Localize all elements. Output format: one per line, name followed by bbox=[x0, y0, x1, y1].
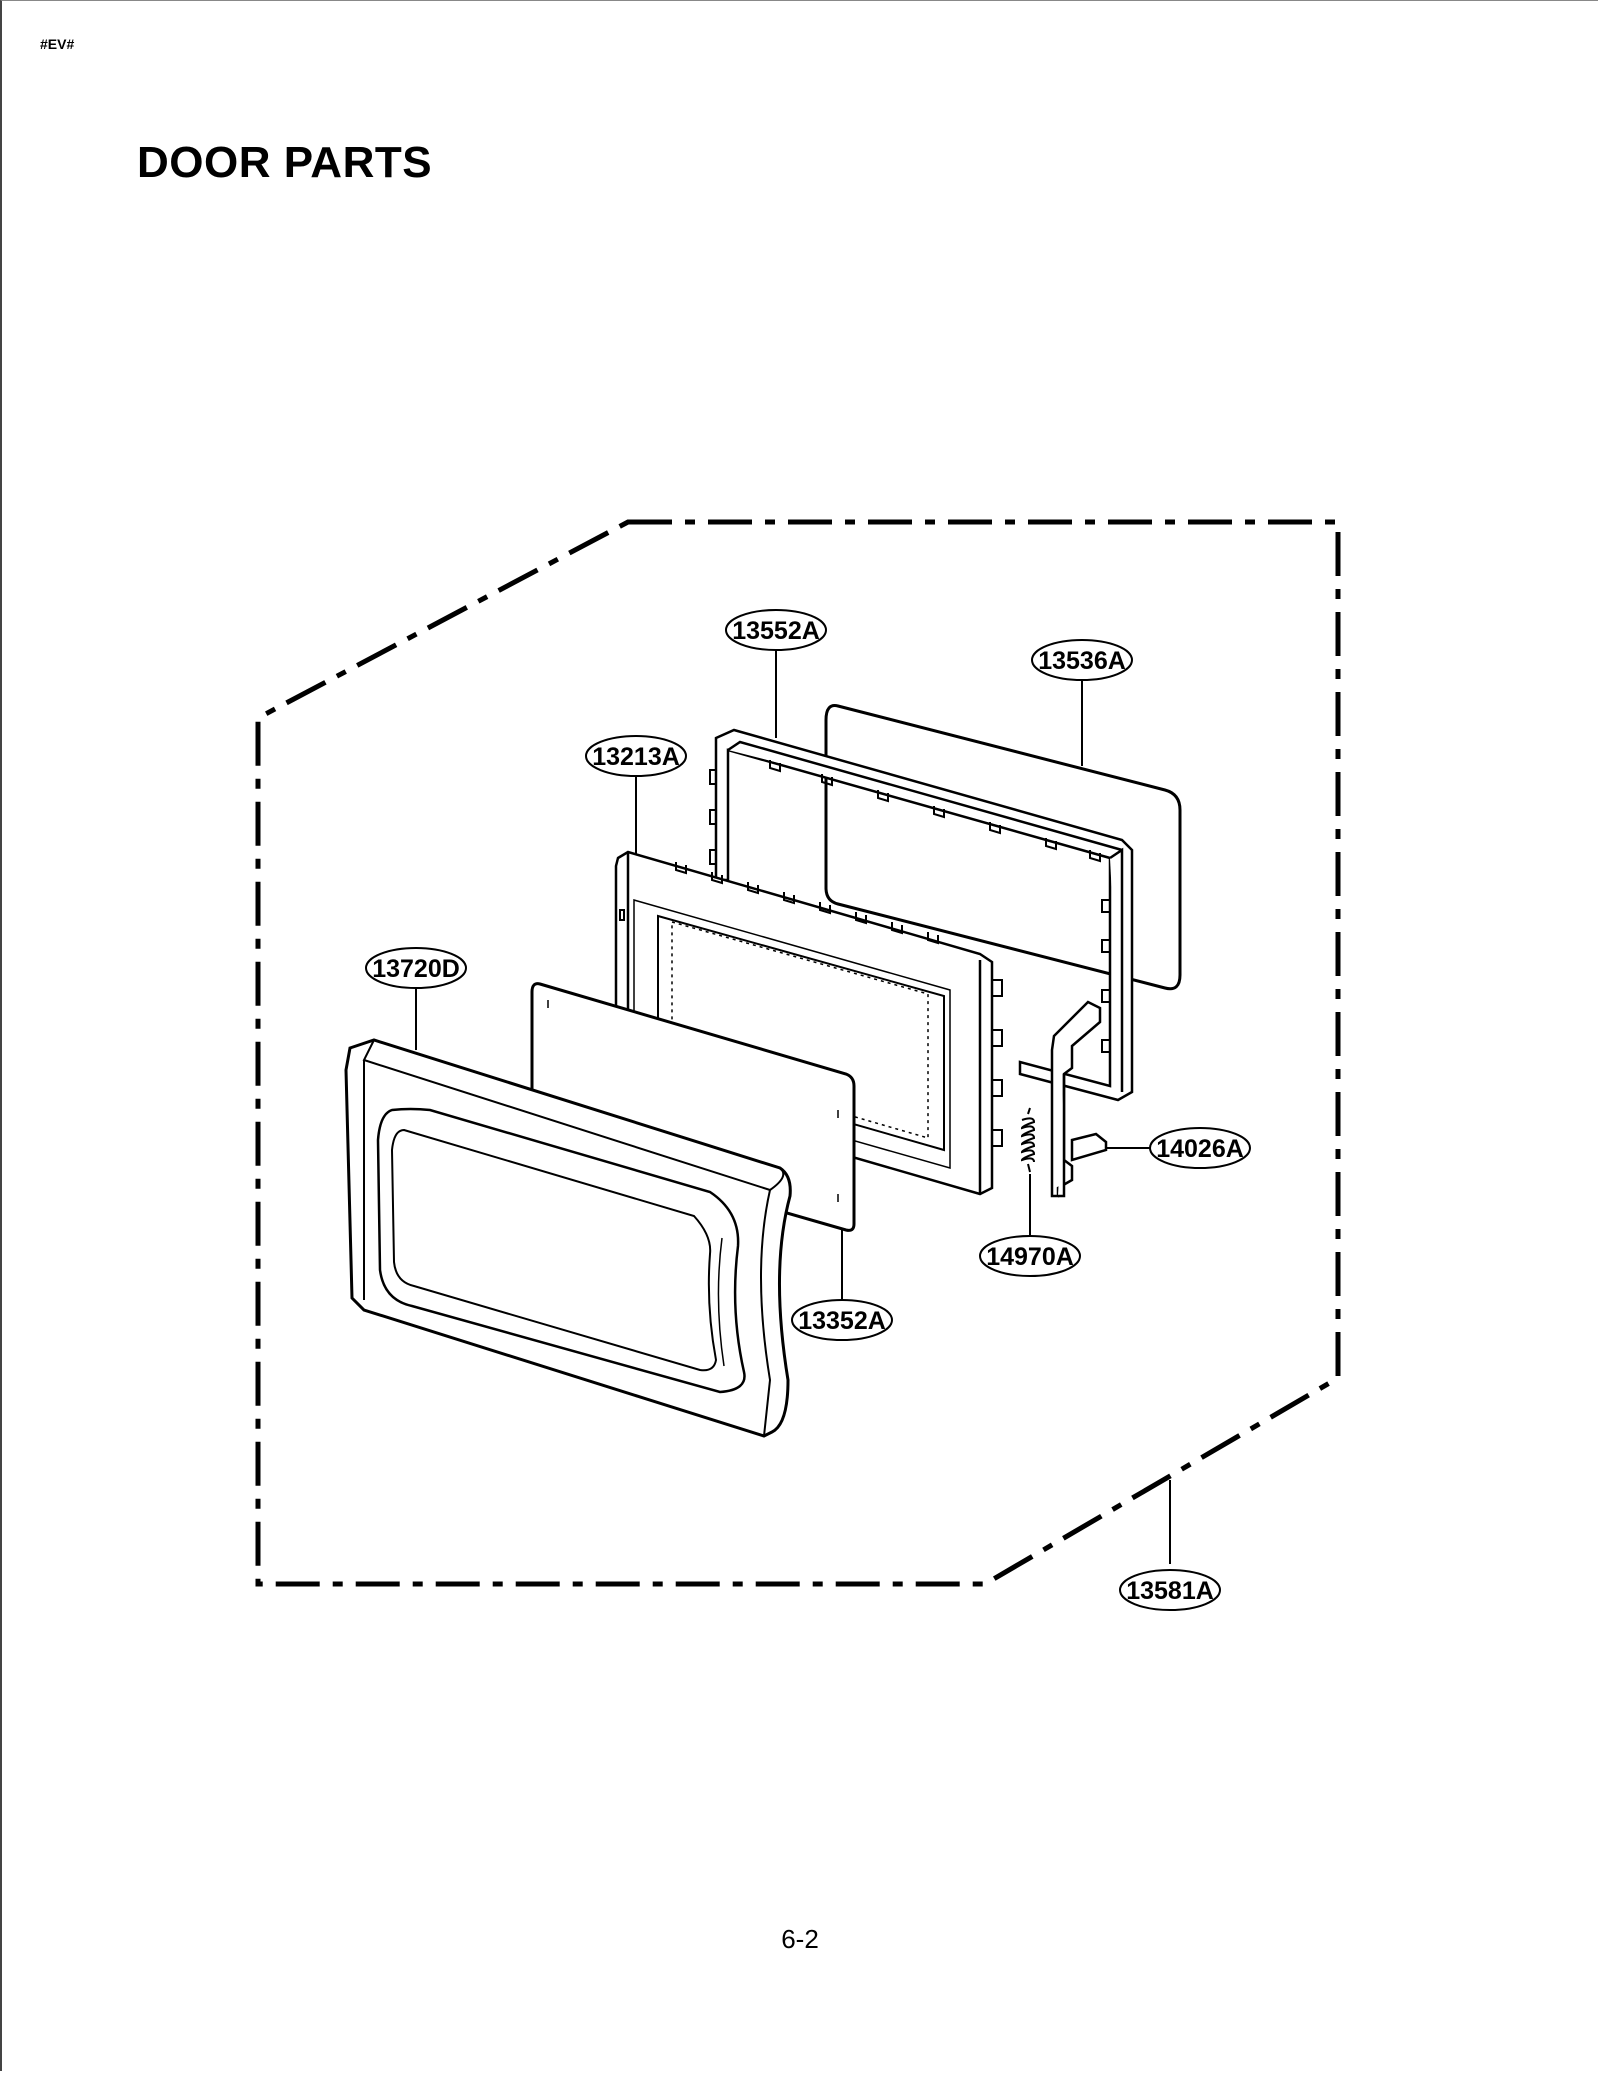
svg-text:13552A: 13552A bbox=[732, 617, 820, 645]
svg-text:14970A: 14970A bbox=[986, 1243, 1074, 1271]
svg-text:13581A: 13581A bbox=[1126, 1577, 1214, 1605]
callout-13352A: 13352A bbox=[791, 1299, 893, 1341]
callout-13213A: 13213A bbox=[585, 735, 687, 777]
document-code: #EV# bbox=[40, 36, 75, 52]
spring-part bbox=[1020, 1107, 1036, 1173]
door-frame-part bbox=[709, 728, 1134, 1102]
svg-text:13213A: 13213A bbox=[592, 743, 680, 771]
callout-14970A: 14970A bbox=[979, 1235, 1081, 1277]
latch-key-part bbox=[1050, 1000, 1108, 1198]
door-frame-front-part bbox=[344, 1038, 792, 1438]
callout-13720D: 13720D bbox=[365, 947, 467, 989]
svg-text:13352A: 13352A bbox=[798, 1307, 886, 1335]
callout-13536A: 13536A bbox=[1031, 639, 1133, 681]
door-choke-cover-part bbox=[824, 704, 1182, 991]
page-title: DOOR PARTS bbox=[137, 138, 433, 187]
page-number: 6-2 bbox=[781, 1924, 819, 1954]
svg-text:13720D: 13720D bbox=[372, 955, 460, 983]
callout-14026A: 14026A bbox=[1149, 1127, 1251, 1169]
leader-lines bbox=[415, 648, 1171, 1564]
svg-text:13536A: 13536A bbox=[1038, 647, 1126, 675]
callout-13552A: 13552A bbox=[725, 609, 827, 651]
callout-13581A: 13581A bbox=[1119, 1569, 1221, 1611]
svg-text:14026A: 14026A bbox=[1156, 1135, 1244, 1163]
